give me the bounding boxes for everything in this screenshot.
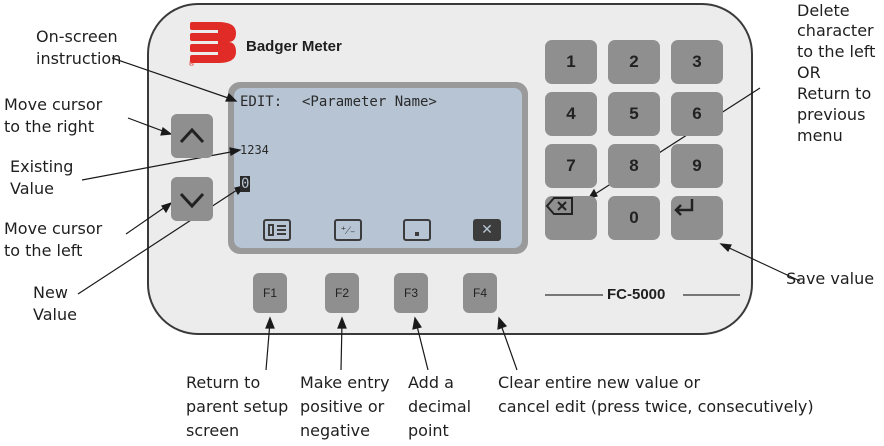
- callout-delete-line5: Return to: [797, 84, 872, 103]
- callout-new-value-line2: Value: [33, 305, 77, 324]
- callout-f4-line2: cancel edit (press twice, consecutively): [498, 397, 814, 416]
- callout-f2-line2: positive or: [300, 397, 385, 416]
- callout-f1-line3: screen: [186, 421, 240, 440]
- callout-f3-line2: decimal: [408, 397, 472, 416]
- clear-x-icon: ✕: [473, 219, 501, 241]
- key-4[interactable]: 4: [545, 92, 597, 136]
- callout-delete-line3: to the left: [797, 42, 876, 61]
- key-8[interactable]: 8: [608, 144, 660, 188]
- lcd-existing-value: 1234: [240, 143, 269, 157]
- key-6[interactable]: 6: [671, 92, 723, 136]
- cursor-right-key[interactable]: [171, 114, 213, 158]
- f1-key[interactable]: F1: [253, 273, 287, 313]
- enter-icon: [674, 199, 694, 216]
- callout-on-screen-instruction-line2: instruction: [36, 49, 122, 68]
- key-0[interactable]: 0: [608, 196, 660, 240]
- model-label: FC-5000: [607, 286, 666, 303]
- callout-f3-line1: Add a: [408, 373, 454, 392]
- callout-f3-line3: point: [408, 421, 449, 440]
- callout-move-right-line1: Move cursor: [4, 95, 103, 114]
- callout-delete-line2: character: [797, 21, 874, 40]
- backspace-icon: [545, 197, 573, 215]
- callout-f1-line1: Return to: [186, 373, 261, 392]
- key-2[interactable]: 2: [608, 40, 660, 84]
- callout-delete-line4: OR: [797, 63, 821, 82]
- lcd-parameter-name: <Parameter Name>: [302, 94, 437, 110]
- key-7[interactable]: 7: [545, 144, 597, 188]
- callout-delete-line6: previous: [797, 105, 866, 124]
- callout-move-left-line1: Move cursor: [4, 219, 103, 238]
- lcd-screen: [234, 88, 522, 248]
- badger-logo-icon: [190, 22, 236, 63]
- f2-key[interactable]: F2: [325, 273, 359, 313]
- callout-existing-value-line1: Existing: [10, 157, 74, 176]
- key-1[interactable]: 1: [545, 40, 597, 84]
- callout-f2-line1: Make entry: [300, 373, 390, 392]
- f4-key[interactable]: F4: [463, 273, 497, 313]
- callout-move-right-line2: to the right: [4, 117, 95, 136]
- lcd-new-value-cursor: 0: [240, 176, 251, 192]
- callout-new-value-line1: New: [33, 283, 68, 302]
- callout-move-left-line2: to the left: [4, 241, 83, 260]
- plus-minus-icon: ⁺⁄₋: [334, 219, 362, 241]
- callout-delete-line7: menu: [797, 126, 843, 145]
- key-9[interactable]: 9: [671, 144, 723, 188]
- chevron-down-icon: [179, 192, 205, 209]
- callout-f4-line1: Clear entire new value or: [498, 373, 701, 392]
- key-5[interactable]: 5: [608, 92, 660, 136]
- callout-existing-value-line2: Value: [10, 179, 54, 198]
- chevron-up-icon: [179, 127, 205, 144]
- f3-key[interactable]: F3: [394, 273, 428, 313]
- callout-save-value: Save value: [786, 269, 875, 288]
- decimal-point-icon: [403, 219, 431, 241]
- registered-mark: ®: [188, 60, 195, 68]
- key-3[interactable]: 3: [671, 40, 723, 84]
- callout-lines: [77, 57, 801, 371]
- callout-f2-line3: negative: [300, 421, 370, 440]
- return-to-parent-icon: [263, 219, 291, 241]
- callout-f1-line2: parent setup: [186, 397, 289, 416]
- cursor-left-key[interactable]: [171, 177, 213, 221]
- brand-name: Badger Meter: [246, 38, 342, 55]
- lcd-edit-label: EDIT:: [240, 94, 283, 110]
- enter-key[interactable]: [671, 196, 723, 240]
- callout-on-screen-instruction-line1: On-screen: [36, 27, 118, 46]
- backspace-key[interactable]: [545, 196, 597, 240]
- callout-delete-line1: Delete: [797, 1, 850, 20]
